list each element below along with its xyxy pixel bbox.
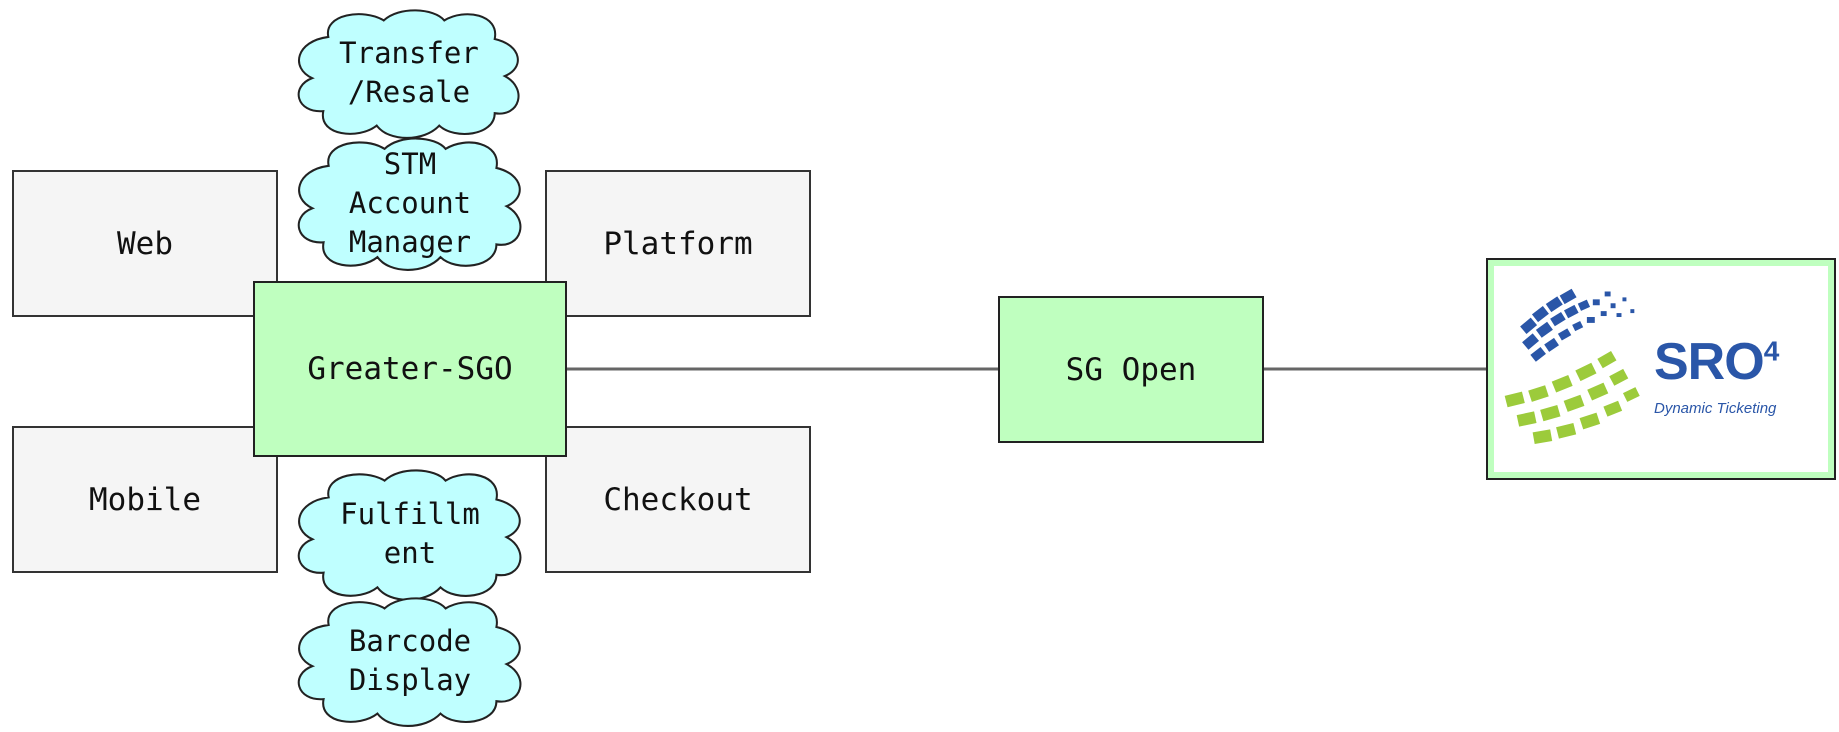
barcode-display-label: Barcode Display: [348, 624, 472, 697]
stm-account-manager-cloud: STM Account Manager: [288, 134, 532, 272]
transfer-resale-cloud: Transfer /Resale: [288, 6, 530, 140]
platform-box: Platform: [545, 170, 811, 317]
sro4-brand: SRO4: [1654, 332, 1780, 392]
platform-label: Platform: [603, 225, 753, 262]
sg-open-label: SG Open: [1065, 351, 1197, 388]
cloud-shape-icon: [297, 597, 522, 727]
stm-account-manager-label: STM Account Manager: [348, 146, 472, 259]
cloud-shape-icon: [297, 469, 522, 601]
checkout-box: Checkout: [545, 426, 811, 573]
fulfillment-label: Fulfillm ent: [340, 497, 480, 570]
sro4-logo-frame: SRO4 Dynamic Ticketing: [1486, 258, 1836, 480]
sro4-swoosh-icon: [1504, 288, 1640, 445]
barcode-display-cloud: Barcode Display: [288, 594, 532, 728]
sro4-logo: SRO4 Dynamic Ticketing: [1494, 266, 1828, 472]
sro4-tagline: Dynamic Ticketing: [1654, 400, 1777, 417]
transfer-resale-label: Transfer /Resale: [339, 36, 479, 109]
checkout-label: Checkout: [603, 481, 753, 518]
greater-sgo-label: Greater-SGO: [307, 351, 513, 387]
web-label: Web: [117, 225, 173, 262]
cloud-shape-icon: [297, 9, 520, 139]
mobile-label: Mobile: [89, 481, 201, 518]
sg-open-box: SG Open: [998, 296, 1264, 443]
cloud-shape-icon: [297, 137, 522, 271]
mobile-box: Mobile: [12, 426, 278, 573]
web-box: Web: [12, 170, 278, 317]
sro4-superscript: 4: [1763, 335, 1780, 367]
sro4-brand-text: SRO: [1654, 333, 1765, 391]
greater-sgo-box: Greater-SGO: [253, 281, 567, 457]
fulfillment-cloud: Fulfillm ent: [288, 466, 532, 602]
